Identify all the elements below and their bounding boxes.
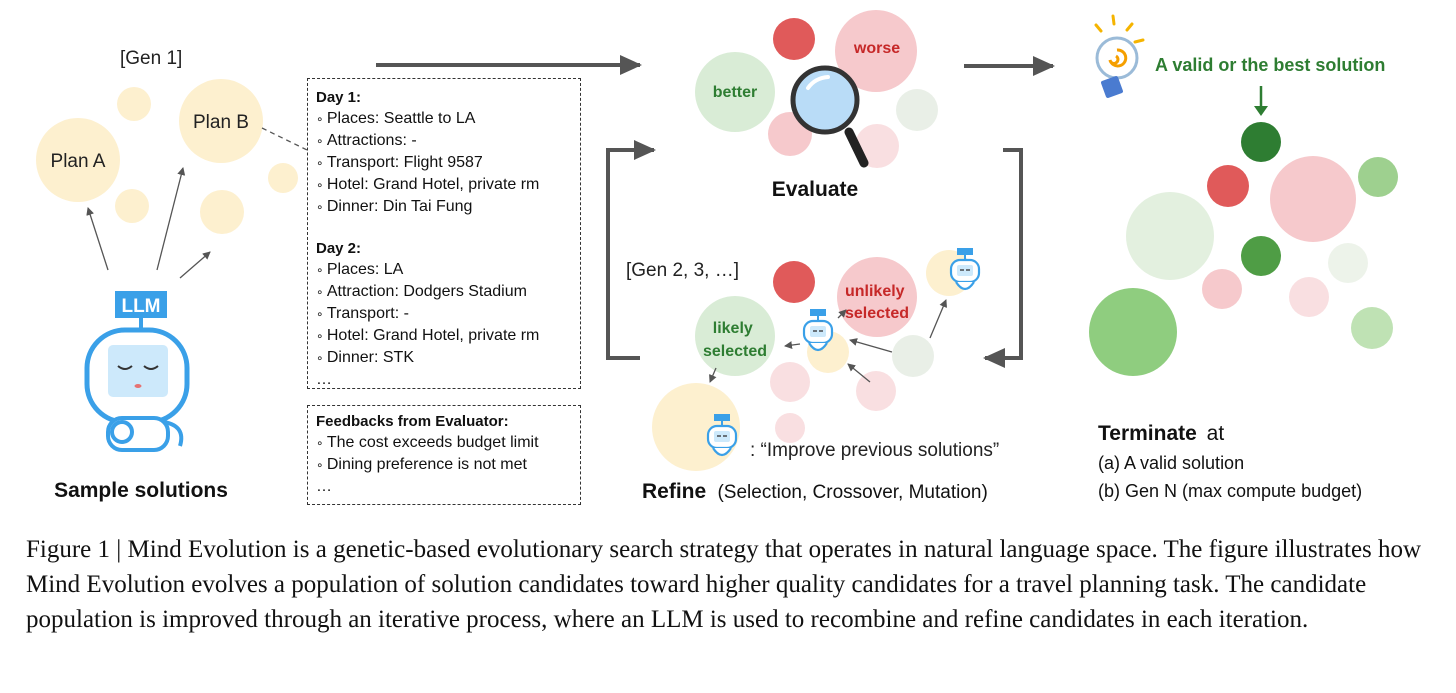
candidate-bubble: [1328, 243, 1368, 283]
feedback-ellipsis: …: [316, 478, 332, 495]
candidate-bubble: [1270, 156, 1356, 242]
best-solution-label: A valid or the best solution: [1155, 55, 1385, 75]
terminate-title: Terminate at: [1098, 422, 1224, 445]
candidate-bubble: [36, 118, 120, 202]
improve-quote: : “Improve previous solutions”: [750, 440, 999, 461]
plan-detail-box: Day 1: Places: Seattle to LA Attractions…: [307, 78, 581, 389]
arrow-icon: [86, 207, 109, 271]
candidate-bubble: [1126, 192, 1214, 280]
day2-item: Transport: -: [316, 303, 574, 325]
feedback-title: Feedbacks from Evaluator:: [316, 413, 509, 430]
arrow-icon: [849, 338, 893, 353]
gen-2-3-label: [Gen 2, 3, …]: [626, 260, 739, 281]
likely-selected-label: likely selected: [703, 320, 767, 360]
feedback-box: Feedbacks from Evaluator: The cost excee…: [307, 405, 581, 505]
plan-a-label: Plan A: [51, 151, 106, 172]
magnifier-icon: [790, 65, 869, 168]
feedback-item: The cost exceeds budget limit: [316, 432, 574, 454]
candidate-bubble: [1241, 236, 1281, 276]
better-label: better: [713, 84, 757, 101]
arrow-icon: [847, 363, 871, 383]
day2-item: Dinner: STK: [316, 347, 574, 369]
day1-item: Dinner: Din Tai Fung: [316, 196, 574, 218]
candidate-bubble: [115, 189, 149, 223]
candidate-bubble: [773, 261, 815, 303]
day1-item: Hotel: Grand Hotel, private rm: [316, 174, 574, 196]
candidate-bubble: [1289, 277, 1329, 317]
figure-caption: Figure 1 | Mind Evolution is a genetic-b…: [26, 536, 1422, 633]
arrow-icon: [929, 299, 947, 339]
candidate-bubble: [1351, 307, 1393, 349]
feedback-item: Dining preference is not met: [316, 454, 574, 476]
candidate-bubble: [695, 52, 775, 132]
arrow-icon: [784, 341, 801, 350]
candidate-bubble: [892, 335, 934, 377]
best-candidate-bubble: [1241, 122, 1281, 162]
loop-arrow-left: [606, 140, 656, 360]
unlikely-selected-label: unlikely selected: [845, 283, 909, 322]
gen1-label: [Gen 1]: [120, 48, 182, 69]
candidate-bubble: [179, 79, 263, 163]
evaluate-title: Evaluate: [772, 178, 858, 201]
robot-icon: LLM: [84, 291, 190, 452]
candidate-bubble: [837, 257, 917, 337]
candidate-bubble: [268, 163, 298, 193]
plan-b-connector: [261, 127, 308, 151]
plan-b-label: Plan B: [193, 112, 249, 133]
day2-item: Attraction: Dodgers Stadium: [316, 281, 574, 303]
candidate-bubble: [856, 371, 896, 411]
arrow-icon: [709, 367, 717, 383]
candidate-bubble: [770, 362, 810, 402]
arrow-icon: [837, 309, 847, 319]
day1-item: Places: Seattle to LA: [316, 108, 574, 130]
lightbulb-icon: [1094, 14, 1145, 98]
day1-item: Transport: Flight 9587: [316, 152, 574, 174]
llm-label: LLM: [121, 296, 160, 317]
terminate-option-a: (a) A valid solution: [1098, 453, 1244, 473]
day2-title: Day 2:: [316, 240, 362, 257]
arrow-head: [1254, 106, 1268, 116]
day2-item: Places: LA: [316, 259, 574, 281]
candidate-bubble: [1207, 165, 1249, 207]
day2-item: Hotel: Grand Hotel, private rm: [316, 325, 574, 347]
loop-arrow-right: [983, 148, 1023, 368]
arrow-icon: [156, 167, 186, 271]
candidate-bubble: [775, 413, 805, 443]
candidate-bubble: [896, 89, 938, 131]
plan-box-ellipsis: …: [316, 371, 332, 388]
candidate-bubble: [695, 296, 775, 376]
candidate-bubble: [835, 10, 917, 92]
sample-solutions-label: Sample solutions: [54, 479, 228, 502]
candidate-bubble: [1358, 157, 1398, 197]
arrow-icon: [179, 251, 211, 279]
refine-title: Refine (Selection, Crossover, Mutation): [642, 480, 988, 503]
day1-item: Attractions: -: [316, 130, 574, 152]
candidate-bubble: [200, 190, 244, 234]
candidate-bubble: [1202, 269, 1242, 309]
terminate-option-b: (b) Gen N (max compute budget): [1098, 481, 1362, 501]
candidate-bubble: [1089, 288, 1177, 376]
diagram-canvas: [Gen 1] Plan A Plan B LLM Sample solutio…: [36, 10, 1398, 503]
worse-label: worse: [853, 40, 900, 57]
day1-title: Day 1:: [316, 89, 362, 106]
candidate-bubble: [773, 18, 815, 60]
candidate-bubble: [117, 87, 151, 121]
